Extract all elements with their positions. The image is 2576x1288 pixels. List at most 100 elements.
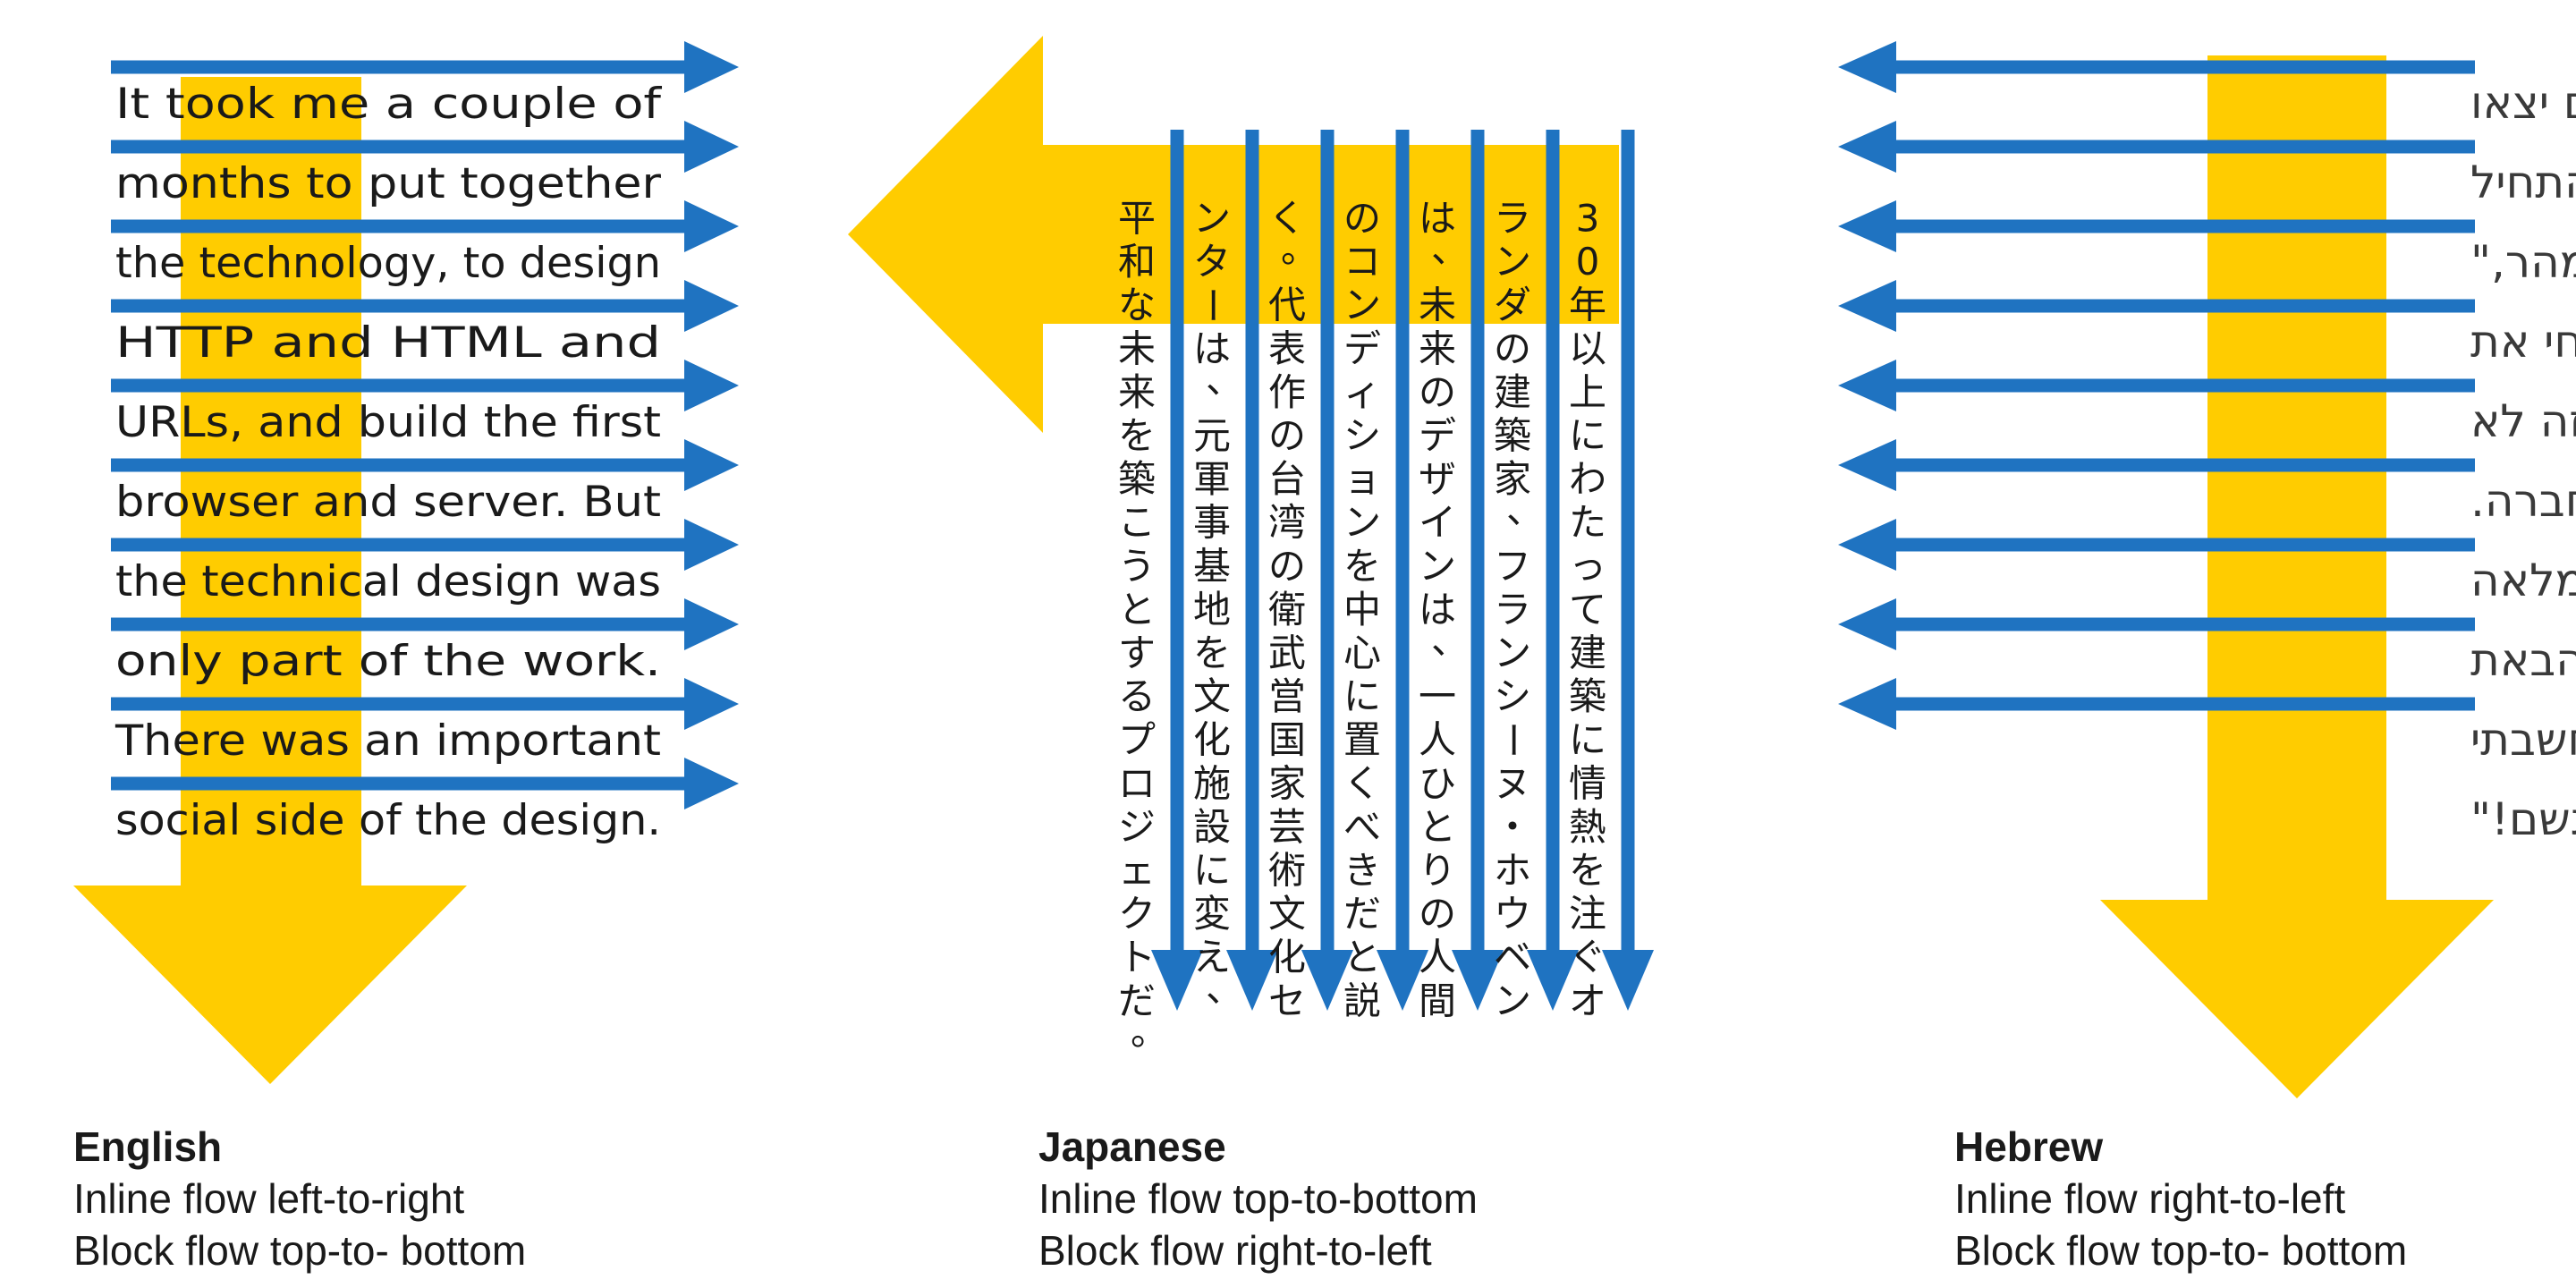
japanese-glyph: 変 (1193, 892, 1231, 936)
japanese-inline-arrowhead (1602, 950, 1654, 1011)
japanese-glyph: コ (1343, 240, 1381, 284)
hebrew-text-line: "המטרייה שלי מלאה (2470, 555, 2576, 606)
japanese-glyph: 、 (1431, 227, 1469, 271)
japanese-glyph: ン (1419, 544, 1456, 588)
japanese-block-description: Block flow right-to-left (1038, 1227, 1432, 1274)
japanese-glyph: ン (1494, 240, 1531, 284)
japanese-glyph: 建 (1494, 370, 1531, 414)
japanese-inline-arrowhead (1452, 950, 1504, 1011)
japanese-glyph: を (1343, 544, 1381, 588)
japanese-glyph: ダ (1494, 284, 1531, 327)
english-inline-arrowhead (684, 678, 739, 730)
japanese-glyph: 一 (1419, 674, 1456, 718)
japanese-inline-arrowhead (1226, 950, 1278, 1011)
japanese-glyph: ホ (1494, 849, 1531, 893)
japanese-glyph: 来 (1118, 370, 1156, 414)
japanese-glyph: ン (1494, 631, 1531, 675)
japanese-glyph: ン (1343, 284, 1381, 327)
japanese-glyph: な (1118, 284, 1156, 327)
hebrew-block-description: Block flow top-to- bottom (1954, 1227, 2408, 1274)
japanese-inline-arrowhead (1151, 950, 1203, 1011)
hebrew-inline-arrowhead (1838, 360, 1896, 411)
english-inline-arrowhead (684, 41, 739, 93)
japanese-glyph: 武 (1268, 631, 1306, 675)
hebrew-inline-arrowhead (1838, 439, 1896, 491)
english-caption: English Inline flow left-to-right Block … (73, 1121, 526, 1276)
japanese-inline-arrowhead (1377, 950, 1428, 1011)
english-inline-arrowhead (684, 121, 739, 173)
japanese-glyph: ぐ (1569, 936, 1606, 979)
japanese-glyph: 人 (1419, 936, 1456, 979)
japanese-glyph: ー (1491, 721, 1535, 758)
japanese-text-columns: 30年以上にわたって建築に情熱を注ぐオランダの建築家、フランシーヌ・ホウベンは、… (1118, 197, 1606, 1054)
japanese-glyph: の (1494, 326, 1531, 370)
japanese-block-flow-arrow (848, 36, 1619, 433)
japanese-glyph: 中 (1343, 588, 1381, 631)
hebrew-text-line: לרדת גשם. "מהר," (2470, 236, 2576, 288)
japanese-glyph: 年 (1569, 284, 1606, 327)
japanese-glyph: ン (1343, 501, 1381, 545)
japanese-glyph: に (1569, 718, 1606, 762)
japanese-inline-arrows (1151, 130, 1654, 1011)
japanese-glyph: く (1268, 197, 1306, 241)
hebrew-inline-arrowhead (1838, 519, 1896, 571)
english-text-line: browser and server. But (115, 478, 661, 527)
japanese-glyph: 衛 (1268, 588, 1306, 631)
japanese-glyph: き (1343, 849, 1381, 893)
japanese-glyph: シ (1494, 674, 1531, 718)
japanese-glyph: 元 (1193, 414, 1231, 458)
hebrew-caption: Hebrew Inline flow right-to-left Block f… (1954, 1121, 2407, 1276)
english-text-line: the technical design was (115, 557, 661, 606)
hebrew-text-line: לסיבוב, ולפתע התחיל (2470, 157, 2576, 208)
japanese-glyph: ひ (1419, 761, 1456, 805)
japanese-glyph: る (1118, 674, 1156, 718)
japanese-glyph: 未 (1118, 326, 1156, 370)
japanese-glyph: ク (1118, 892, 1156, 936)
japanese-glyph: 。 (1281, 227, 1318, 271)
english-text-line: URLs, and build the first (115, 398, 661, 447)
japanese-glyph: 築 (1569, 674, 1606, 718)
japanese-glyph: イ (1419, 501, 1456, 545)
japanese-glyph: を (1118, 414, 1156, 458)
hebrew-text-line: שתי נשים מחלם יצאו (2470, 77, 2576, 129)
japanese-glyph: の (1343, 197, 1381, 241)
japanese-glyph: 上 (1569, 370, 1606, 414)
japanese-glyph: に (1343, 674, 1381, 718)
japanese-glyph: 設 (1193, 805, 1231, 849)
japanese-glyph: タ (1193, 240, 1231, 284)
japanese-glyph: 、 (1206, 358, 1243, 402)
japanese-glyph: ヌ (1494, 761, 1531, 805)
english-text-line: It took me a couple of (115, 80, 663, 129)
japanese-glyph: 注 (1569, 892, 1606, 936)
japanese-glyph: 、 (1206, 966, 1243, 1010)
japanese-glyph: 化 (1193, 718, 1231, 762)
hebrew-inline-arrowhead (1838, 41, 1896, 93)
japanese-glyph: 地 (1193, 588, 1231, 631)
japanese-glyph: と (1118, 588, 1156, 631)
japanese-glyph: ー (1191, 286, 1234, 324)
japanese-glyph: 芸 (1268, 805, 1306, 849)
japanese-glyph: 情 (1569, 761, 1606, 805)
japanese-glyph: 心 (1343, 631, 1381, 675)
english-text-line: the technology, to design (115, 239, 661, 288)
japanese-glyph: 文 (1268, 892, 1306, 936)
hebrew-text-line: חורים". "אז למה הבאת (2470, 634, 2576, 686)
japanese-glyph: だ (1118, 979, 1156, 1022)
japanese-glyph: 施 (1193, 761, 1231, 805)
hebrew-inline-arrowhead (1838, 121, 1896, 173)
english-inline-arrowhead (684, 439, 739, 491)
hebrew-inline-arrowhead (1838, 280, 1896, 332)
english-inline-arrowhead (684, 280, 739, 332)
japanese-glyph: は (1419, 197, 1456, 241)
hebrew-inline-arrowhead (1838, 678, 1896, 730)
hebrew-text-line: יעזור," אמרה החברה. (2470, 475, 2576, 527)
japanese-glyph: 代 (1268, 284, 1306, 327)
english-text-line: social side of the design. (115, 796, 661, 845)
japanese-glyph: デ (1419, 414, 1456, 458)
japanese-glyph: 表 (1268, 326, 1306, 370)
japanese-glyph: と (1343, 936, 1381, 979)
